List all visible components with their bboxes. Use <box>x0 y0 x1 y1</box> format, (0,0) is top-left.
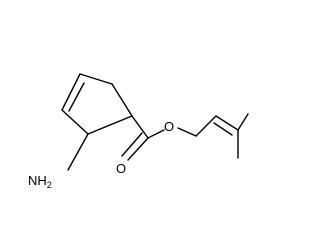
bond-ch2-ch <box>195 115 217 137</box>
bond-drawing <box>61 73 249 171</box>
bond-carbonyl-double-b <box>121 132 143 157</box>
amine-hydrogen-count: 2 <box>46 180 52 190</box>
bond-carbonyl-double-a <box>127 137 149 161</box>
bond-c3-c4 <box>61 73 81 111</box>
bond-ch-c-double-a <box>215 115 239 131</box>
bond-ch-c-double-b <box>213 122 233 136</box>
bond-c5-c1 <box>87 115 133 135</box>
bond-c1-ccarbonyl <box>131 115 149 139</box>
amine-label: NH2 <box>28 173 52 190</box>
bond-ccarbonyl-oester <box>147 129 165 139</box>
bond-c4-c5 <box>61 109 89 135</box>
ester-oxygen-label: O <box>164 119 175 134</box>
bond-c1-c2 <box>111 83 133 117</box>
carbonyl-oxygen-label: O <box>116 161 127 176</box>
bond-oester-ch2 <box>177 127 197 137</box>
bond-c2-c3 <box>79 73 113 85</box>
structure-diagram: NH2 O O <box>28 73 249 190</box>
bond-c-methyl-up <box>237 113 249 131</box>
amine-element: N <box>28 173 38 188</box>
bond-c5-n <box>67 133 89 171</box>
bond-c3-c4-double <box>68 82 85 112</box>
